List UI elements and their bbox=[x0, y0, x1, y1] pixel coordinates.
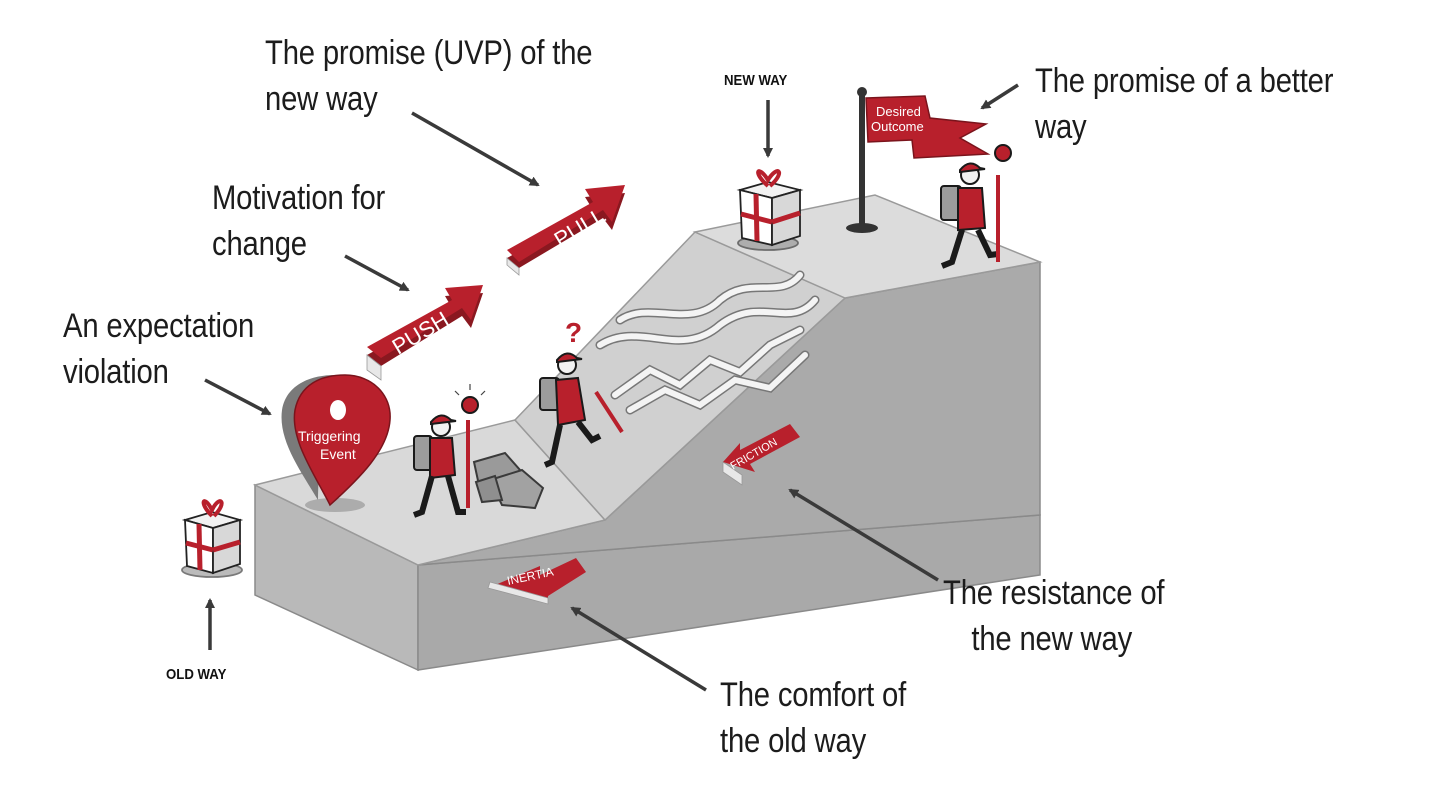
label-resistance-line-2: the new way bbox=[971, 620, 1133, 658]
desired-outcome-flag: Desired Outcome bbox=[846, 87, 991, 233]
question-mark: ? bbox=[565, 317, 582, 348]
arrow-promise-better bbox=[980, 83, 1019, 110]
hiker-slope bbox=[539, 352, 624, 468]
label-promise-uvp: The promise (UVP) of the new way bbox=[265, 30, 593, 122]
label-resistance: The resistance of the new way bbox=[943, 570, 1165, 662]
arrow-promise-uvp bbox=[411, 111, 540, 187]
label-promise-better: The promise of a better way bbox=[1035, 58, 1334, 150]
marker-old-way: OLD WAY bbox=[166, 666, 227, 683]
arrow-resistance bbox=[788, 488, 939, 582]
push-arrow: PUSH bbox=[366, 285, 483, 381]
label-expectation-line-1: An expectation bbox=[63, 307, 255, 345]
label-expectation-line-2: violation bbox=[63, 353, 169, 391]
push-label: PUSH bbox=[388, 306, 453, 359]
flag-line-2: Outcome bbox=[871, 119, 924, 134]
hiker-top bbox=[940, 144, 1012, 269]
label-resistance-line-1: The resistance of bbox=[943, 574, 1165, 612]
marker-new-way: NEW WAY bbox=[724, 72, 788, 89]
label-motivation-line-1: Motivation for bbox=[212, 179, 386, 217]
label-motivation: Motivation for change bbox=[212, 175, 385, 267]
gift-icon-new-way bbox=[736, 169, 804, 251]
pointer-arrows bbox=[204, 83, 1019, 692]
hiker-bottom bbox=[412, 396, 479, 518]
pin-line-1: Triggering bbox=[298, 428, 361, 444]
label-comfort-line-2: the old way bbox=[720, 722, 867, 760]
pull-arrow: PULL bbox=[506, 185, 625, 276]
label-motivation-line-2: change bbox=[212, 225, 307, 263]
label-promise-better-line-2: way bbox=[1035, 108, 1087, 146]
label-promise-uvp-line-2: new way bbox=[265, 80, 378, 118]
gift-icon-old-way bbox=[181, 499, 244, 578]
lightbulb-icon bbox=[454, 384, 486, 396]
arrow-expectation bbox=[204, 378, 272, 416]
flag-line-1: Desired bbox=[876, 104, 921, 119]
terrain-block bbox=[252, 194, 1043, 672]
arrow-comfort bbox=[570, 606, 707, 692]
winding-paths bbox=[595, 270, 820, 415]
label-promise-better-line-1: The promise of a better bbox=[1035, 62, 1334, 100]
rocks bbox=[472, 451, 545, 510]
label-comfort-line-1: The comfort of bbox=[720, 676, 907, 714]
label-comfort: The comfort of the old way bbox=[720, 672, 906, 764]
triggering-event-pin: Triggering Event bbox=[281, 374, 391, 512]
label-expectation: An expectation violation bbox=[63, 303, 254, 395]
arrow-motivation bbox=[344, 254, 410, 292]
pin-line-2: Event bbox=[320, 446, 356, 462]
label-promise-uvp-line-1: The promise (UVP) of the bbox=[265, 34, 593, 72]
